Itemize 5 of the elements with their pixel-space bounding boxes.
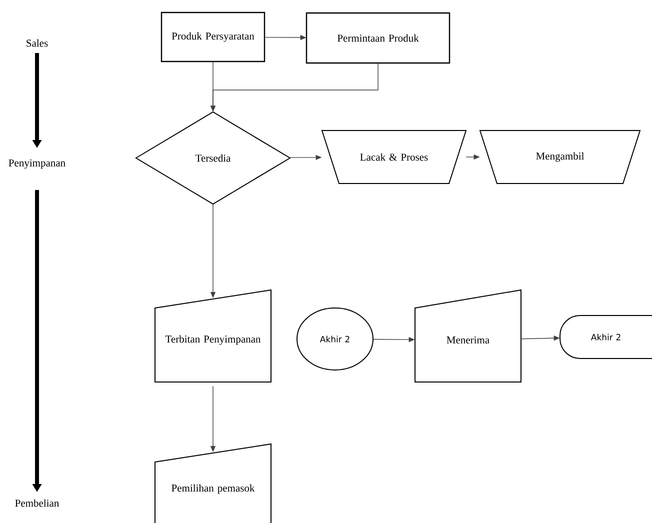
process-box: Produk Persyaratan bbox=[160, 12, 266, 62]
row-label: Penyimpanan bbox=[8, 159, 66, 169]
row-label: Sales bbox=[26, 39, 48, 47]
row-label: Pembelian bbox=[15, 499, 59, 507]
process-box: Permintaan Produk bbox=[306, 12, 450, 64]
